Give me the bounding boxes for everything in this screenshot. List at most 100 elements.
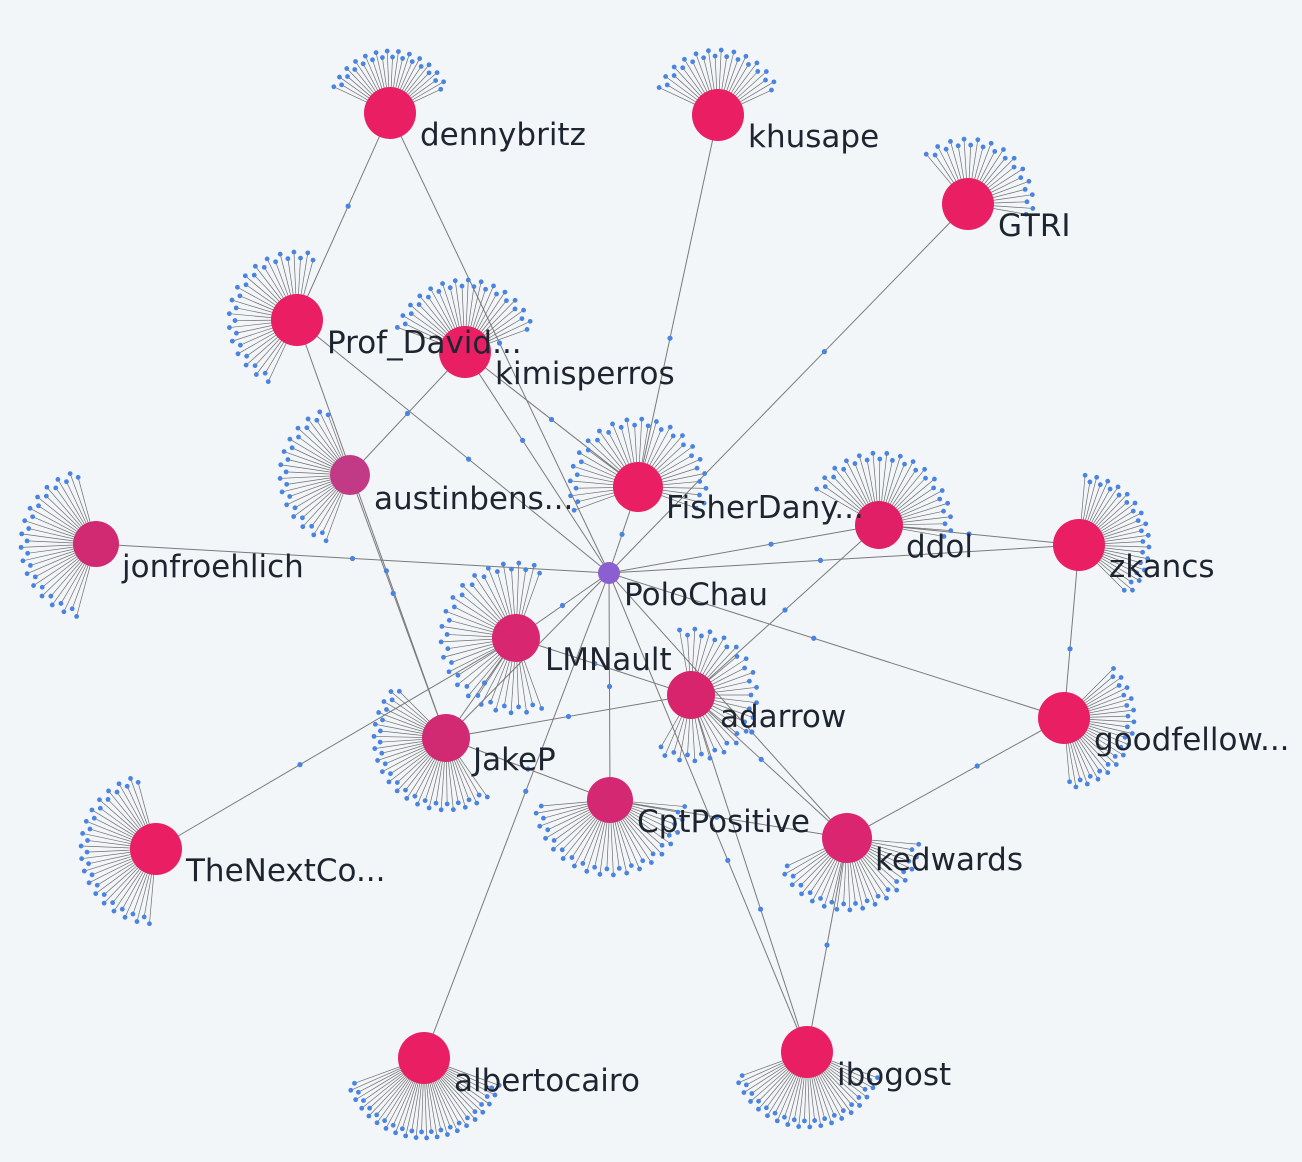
leaf-node[interactable] (945, 500, 951, 506)
leaf-node[interactable] (913, 467, 919, 473)
leaf-node[interactable] (822, 475, 828, 481)
leaf-node[interactable] (466, 797, 472, 803)
leaf-node[interactable] (772, 1110, 778, 1116)
leaf-node[interactable] (512, 297, 518, 303)
leaf-node[interactable] (24, 571, 30, 577)
leaf-node[interactable] (381, 699, 387, 704)
leaf-node[interactable] (234, 330, 239, 336)
leaf-node[interactable] (1118, 675, 1124, 680)
leaf-node[interactable] (253, 372, 259, 377)
bridge-node[interactable] (714, 814, 720, 820)
leaf-node[interactable] (724, 644, 730, 650)
leaf-node[interactable] (1023, 211, 1029, 217)
leaf-node[interactable] (923, 475, 928, 481)
leaf-node[interactable] (26, 526, 32, 531)
leaf-node[interactable] (576, 450, 582, 456)
leaf-node[interactable] (479, 1102, 484, 1107)
leaf-node[interactable] (426, 805, 432, 811)
leaf-node[interactable] (1124, 500, 1130, 505)
bridge-node[interactable] (525, 766, 531, 772)
leaf-node[interactable] (35, 494, 40, 500)
leaf-node[interactable] (734, 654, 740, 659)
leaf-node[interactable] (465, 1115, 470, 1121)
leaf-node[interactable] (30, 514, 36, 520)
leaf-node[interactable] (699, 751, 704, 757)
leaf-node[interactable] (872, 901, 878, 907)
leaf-node[interactable] (516, 560, 522, 566)
leaf-node[interactable] (739, 1073, 745, 1078)
leaf-node[interactable] (49, 602, 55, 608)
leaf-node[interactable] (418, 64, 424, 69)
leaf-node[interactable] (296, 434, 301, 440)
leaf-node[interactable] (521, 307, 526, 313)
leaf-node[interactable] (1130, 508, 1136, 514)
leaf-node[interactable] (628, 863, 634, 869)
leaf-node[interactable] (680, 433, 685, 438)
leaf-node[interactable] (852, 461, 858, 466)
leaf-node[interactable] (916, 841, 922, 847)
leaf-node[interactable] (472, 573, 477, 578)
leaf-node[interactable] (909, 847, 915, 853)
leaf-node[interactable] (543, 835, 548, 841)
leaf-node[interactable] (749, 1091, 755, 1096)
leaf-node[interactable] (931, 485, 937, 491)
leaf-node[interactable] (91, 815, 97, 821)
leaf-node[interactable] (134, 919, 140, 924)
leaf-node[interactable] (572, 863, 577, 869)
bridge-node[interactable] (349, 555, 356, 562)
leaf-node[interactable] (508, 710, 514, 716)
leaf-node[interactable] (106, 788, 111, 794)
leaf-node[interactable] (748, 1099, 753, 1104)
bridge-node[interactable] (824, 942, 830, 948)
leaf-node[interactable] (829, 1120, 834, 1126)
bridge-node[interactable] (592, 661, 598, 667)
bridge-node[interactable] (565, 713, 572, 720)
bridge-node[interactable] (548, 416, 555, 423)
leaf-node[interactable] (28, 563, 33, 568)
leaf-node[interactable] (402, 321, 408, 327)
leaf-node[interactable] (243, 362, 249, 368)
leaf-node[interactable] (362, 53, 368, 59)
leaf-node[interactable] (662, 753, 668, 759)
bridge-node[interactable] (559, 602, 566, 609)
leaf-node[interactable] (1115, 484, 1121, 490)
leaf-node[interactable] (455, 682, 460, 688)
leaf-node[interactable] (292, 505, 298, 511)
leaf-node[interactable] (119, 906, 125, 912)
leaf-node[interactable] (101, 892, 107, 897)
leaf-node[interactable] (718, 47, 724, 53)
leaf-node[interactable] (122, 914, 128, 920)
leaf-node[interactable] (390, 54, 395, 60)
leaf-node[interactable] (1095, 776, 1101, 782)
leaf-node[interactable] (914, 854, 919, 860)
leaf-node[interactable] (721, 749, 727, 755)
leaf-node[interactable] (438, 1127, 444, 1133)
leaf-node[interactable] (834, 906, 840, 912)
leaf-node[interactable] (484, 1094, 490, 1099)
leaf-node[interactable] (273, 259, 279, 265)
leaf-node[interactable] (516, 704, 522, 710)
leaf-node[interactable] (300, 524, 306, 530)
leaf-node[interactable] (790, 873, 796, 879)
leaf-node[interactable] (939, 488, 945, 493)
leaf-node[interactable] (1140, 549, 1145, 555)
leaf-node[interactable] (81, 868, 87, 874)
leaf-node[interactable] (697, 456, 703, 462)
leaf-node[interactable] (585, 447, 591, 453)
bridge-node[interactable] (821, 349, 828, 355)
leaf-node[interactable] (618, 424, 624, 430)
leaf-node[interactable] (445, 646, 451, 652)
leaf-node[interactable] (367, 1105, 373, 1111)
leaf-node[interactable] (656, 85, 662, 90)
leaf-node[interactable] (675, 809, 681, 815)
leaf-node[interactable] (356, 1089, 361, 1095)
leaf-node[interactable] (229, 297, 235, 303)
leaf-node[interactable] (376, 710, 382, 715)
leaf-node[interactable] (784, 863, 790, 869)
leaf-node[interactable] (105, 797, 111, 802)
leaf-node[interactable] (743, 53, 749, 59)
leaf-node[interactable] (1107, 486, 1113, 492)
leaf-node[interactable] (755, 69, 761, 74)
leaf-node[interactable] (1135, 518, 1141, 524)
bridge-node[interactable] (496, 340, 503, 346)
